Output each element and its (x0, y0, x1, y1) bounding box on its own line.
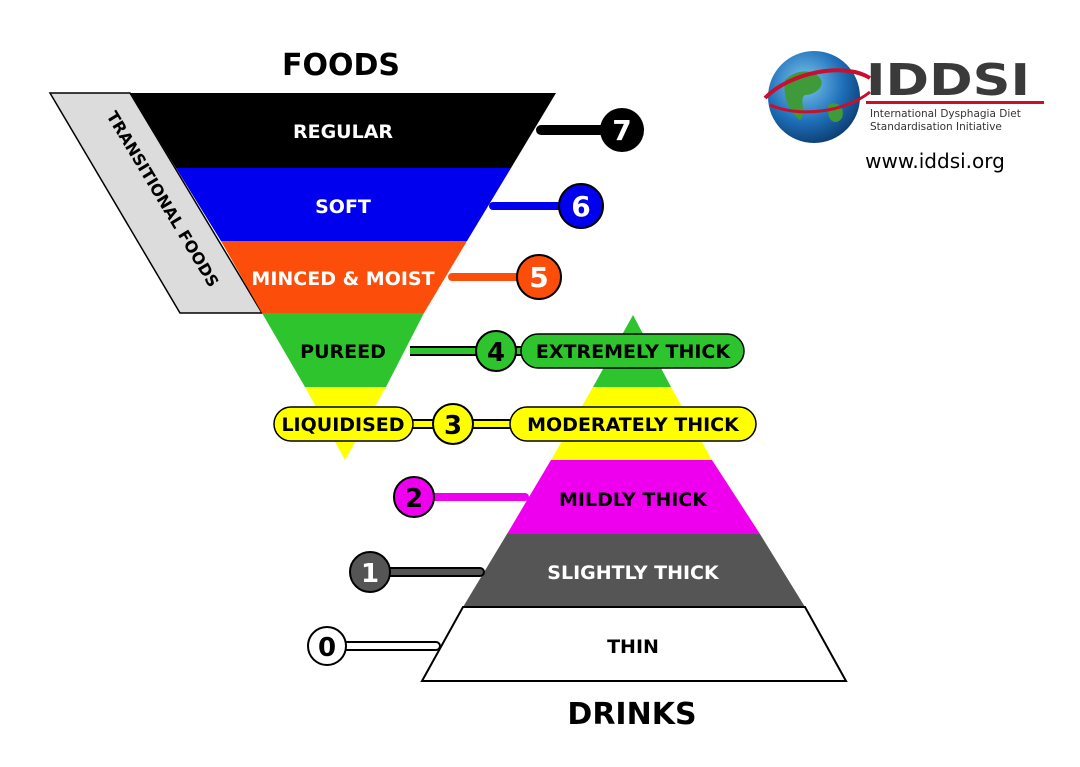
pill-extremely-thick (520, 333, 745, 369)
level-number-0: 0 (318, 633, 336, 663)
food-label-pureed: PUREED (300, 341, 386, 363)
level-badge-5: 5 (516, 254, 562, 300)
level-number-7: 7 (612, 114, 631, 147)
pill-moderately-thick (509, 406, 757, 442)
logo-swoosh (763, 68, 872, 100)
level-number-2: 2 (405, 484, 423, 514)
level-number-6: 6 (571, 190, 590, 223)
level-badge-3: 3 (432, 403, 474, 445)
foods-title: FOODS (282, 48, 400, 83)
food-band-minced-moist (221, 241, 467, 313)
drink-label-mildly-thick: MILDLY THICK (559, 489, 708, 511)
level-number-5: 5 (529, 261, 548, 294)
globe-icon (768, 51, 860, 143)
level-badge-7: 7 (600, 108, 644, 152)
drink-band-slightly-thick (463, 534, 805, 607)
drink-label-extremely-thick: EXTREMELY THICK (536, 341, 731, 363)
drink-label-moderately-thick: MODERATELY THICK (527, 414, 740, 436)
food-label-soft: SOFT (315, 196, 371, 218)
iddsi-logo: IDDSI International Dysphagia Diet Stand… (763, 51, 1044, 173)
logo-underline (866, 101, 1044, 104)
logo-subtitle-line1: International Dysphagia Diet (870, 108, 1021, 120)
pill-liquidised (273, 406, 414, 442)
logo-url: www.iddsi.org (865, 149, 1005, 173)
food-label-regular: REGULAR (293, 121, 393, 143)
level-badge-2: 2 (393, 476, 435, 518)
level-number-4: 4 (487, 338, 505, 368)
logo-swoosh-bottom (769, 90, 871, 114)
drink-band-thin (420, 606, 848, 682)
drink-band-mildly-thick (507, 460, 760, 534)
drink-label-slightly-thick: SLIGHTLY THICK (547, 562, 720, 584)
food-band-pureed (262, 313, 424, 387)
food-label-liquidised: LIQUIDISED (281, 414, 404, 436)
food-band-regular (130, 93, 556, 168)
level-badge-4: 4 (475, 330, 517, 372)
level-badge-0: 0 (307, 626, 347, 666)
drink-label-thin: THIN (607, 636, 659, 658)
level-number-3: 3 (444, 411, 462, 441)
logo-subtitle-line2: Standardisation Initiative (870, 121, 1002, 133)
level-number-1: 1 (361, 559, 379, 589)
level-badge-1: 1 (349, 551, 391, 593)
drinks-title: DRINKS (567, 697, 696, 732)
logo-brand: IDDSI (866, 55, 1030, 106)
level-badge-6: 6 (558, 183, 604, 229)
food-label-minced-moist: MINCED & MOIST (251, 268, 434, 290)
food-band-soft (176, 168, 511, 241)
